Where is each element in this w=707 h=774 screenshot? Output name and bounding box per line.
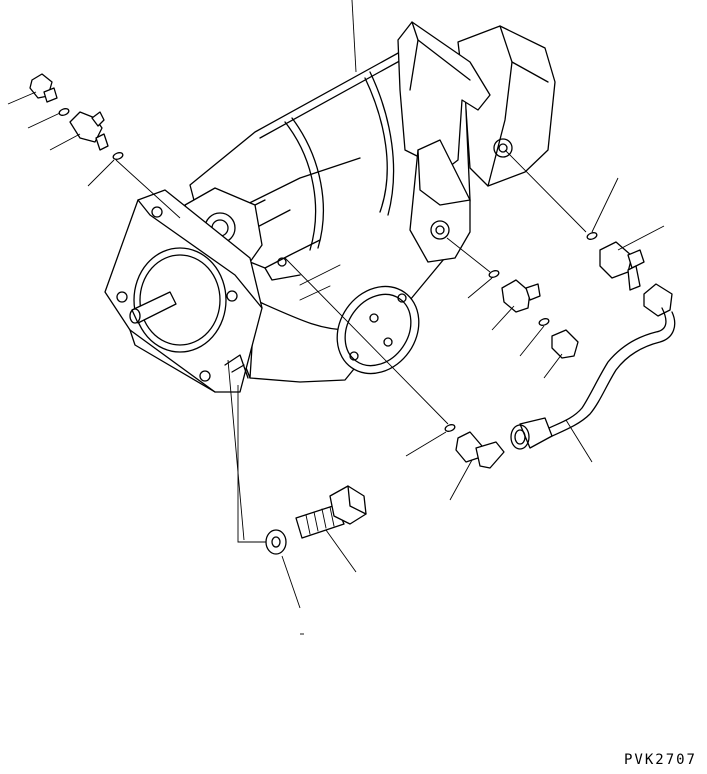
hydraulic-pump-assembly [105, 22, 555, 392]
washer [266, 530, 286, 554]
leader-line [566, 420, 592, 462]
mounting-hardware [228, 360, 366, 608]
leader-line [88, 160, 114, 186]
front-mounting-flange [105, 190, 262, 392]
connector-fitting [30, 74, 57, 102]
leader-line [592, 178, 618, 232]
o-ring-small [488, 269, 499, 278]
tube-nut [644, 284, 672, 316]
elbow-fitting [70, 112, 108, 150]
leader-line [544, 354, 562, 378]
assembly-guide-line [238, 385, 266, 542]
elbow-fitting [456, 432, 504, 468]
lower-fittings [285, 258, 504, 500]
bent-tube [545, 308, 675, 438]
leader-line [50, 134, 80, 150]
end-cover [320, 271, 435, 390]
o-ring-small [112, 151, 123, 160]
drawing-code: PVK2707 [623, 752, 697, 768]
right-side-fittings [447, 150, 675, 462]
rear-pump-section [458, 26, 555, 186]
drive-shaft [130, 292, 176, 323]
leader-line [450, 460, 472, 500]
port-block [410, 140, 470, 262]
o-ring-small [538, 317, 549, 326]
assembly-guide-line [505, 150, 586, 232]
mounting-bolt [296, 486, 366, 538]
o-ring-small [586, 231, 597, 240]
leader-line [282, 556, 300, 608]
leader-line [618, 226, 664, 250]
o-ring-small [58, 107, 69, 116]
leader-line [520, 326, 544, 356]
leader-line [326, 530, 356, 572]
hose-end-fitting [511, 418, 552, 449]
top-left-fittings [8, 74, 180, 218]
assembly-guide-line [228, 360, 244, 540]
leader-line [8, 92, 36, 104]
tee-fitting [600, 242, 644, 290]
elbow-fitting [502, 280, 540, 312]
assembly-guide-line [116, 160, 180, 218]
leader-line [28, 113, 60, 128]
rear-flange-plate [398, 22, 490, 170]
mounting-bracket [225, 355, 248, 378]
o-ring-small [444, 423, 455, 432]
assembly-guide-line [285, 258, 448, 424]
assembly-guide-line [447, 238, 490, 272]
leader-line [492, 306, 514, 330]
leader-line [352, 0, 356, 72]
leader-line [406, 432, 446, 456]
plug-fitting [552, 330, 578, 358]
leader-line [468, 278, 492, 298]
